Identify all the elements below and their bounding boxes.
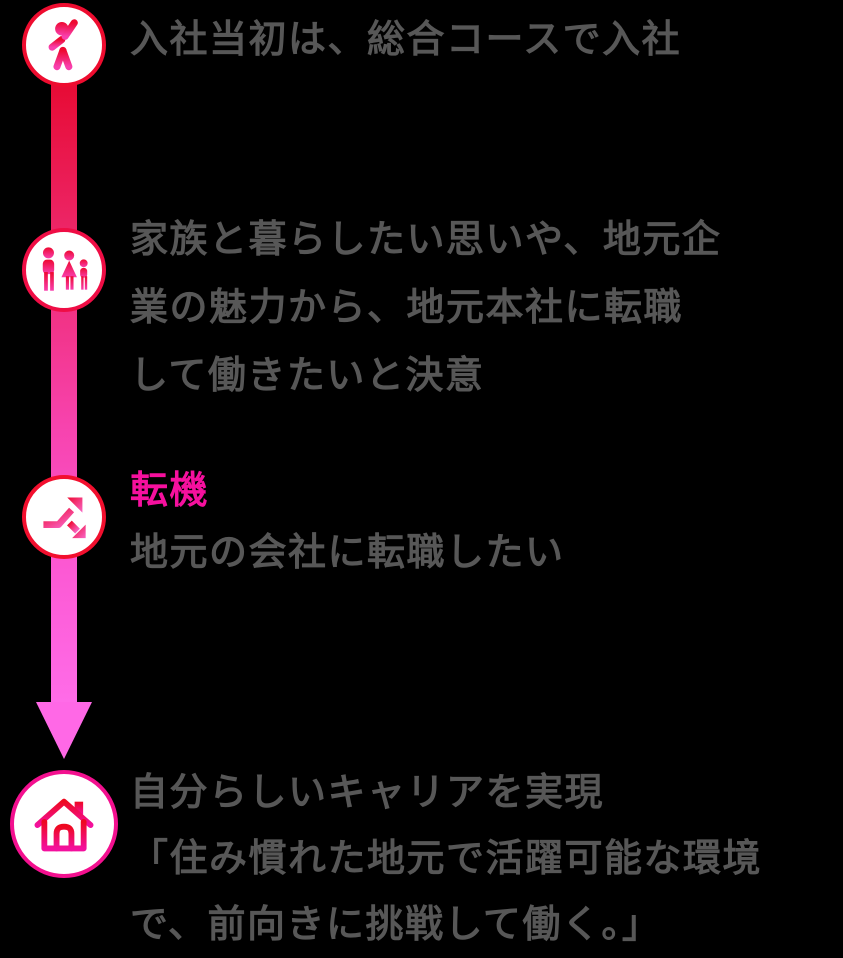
step1-icon-circle	[22, 3, 106, 87]
step3-text: 転機 地元の会社に転職したい	[130, 460, 565, 584]
turning-point-heading: 転機	[130, 470, 210, 512]
step4-line1: 自分らしいキャリアを実現	[130, 772, 605, 814]
step2-line1: 家族と暮らしたい思いや、地元企	[130, 219, 722, 261]
step4-line2: 「住み慣れた地元で活躍可能な環境	[130, 838, 763, 880]
person-raising-hand-icon	[48, 19, 78, 71]
career-change-arrows-icon	[43, 497, 86, 539]
family-icon	[42, 247, 88, 291]
step1-text: 入社当初は、総合コースで入社	[130, 14, 681, 66]
step3-line: 地元の会社に転職したい	[130, 532, 565, 574]
step2-icon-circle	[22, 228, 106, 312]
step2-line3: して働きたいと決意	[130, 355, 485, 397]
step2-line2: 業の魅力から、地元本社に転職	[130, 287, 684, 329]
timeline-arrowhead-icon	[36, 702, 92, 759]
step4-line3: で、前向きに挑戦して働く。」	[130, 904, 662, 946]
step1-line: 入社当初は、総合コースで入社	[130, 19, 682, 61]
step3-icon-circle	[22, 475, 106, 559]
timeline-connector-line	[51, 45, 77, 703]
career-timeline: 入社当初は、総合コースで入社 家族と暮らしたい思いや、地元企 業の魅力から、地元…	[10, 3, 761, 946]
step4-icon-circle	[10, 770, 118, 878]
step4-text: 自分らしいキャリアを実現 「住み慣れた地元で活躍可能な環境 で、前向きに挑戦して…	[130, 760, 762, 958]
step2-text: 家族と暮らしたい思いや、地元企 業の魅力から、地元本社に転職 して働きたいと決意	[130, 206, 721, 410]
house-icon	[34, 798, 94, 852]
